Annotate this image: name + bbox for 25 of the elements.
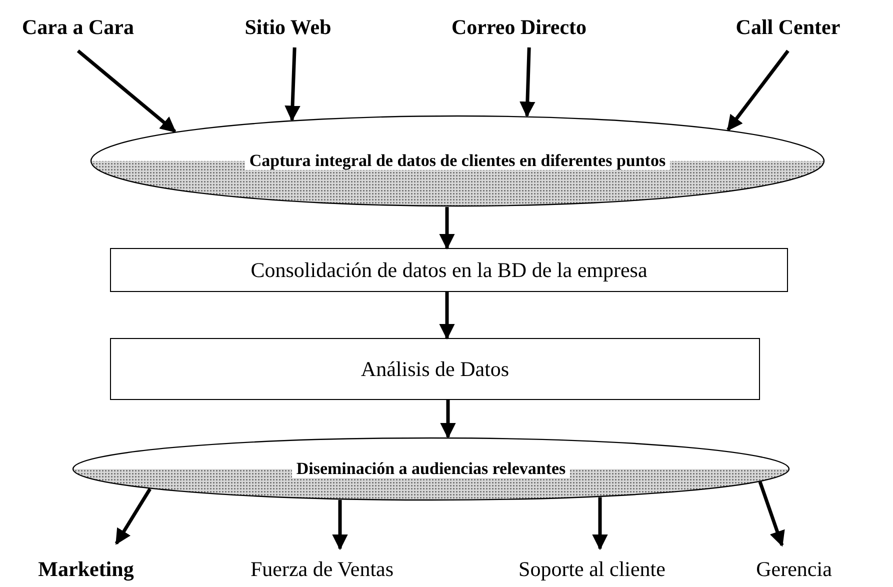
source-label: Call Center <box>736 14 840 40</box>
process-text: Análisis de Datos <box>360 356 510 382</box>
arrow <box>440 400 456 439</box>
process-text: Captura integral de datos de clientes en diferentes puntos <box>245 152 670 170</box>
arrow <box>592 497 608 550</box>
process-box <box>110 248 788 292</box>
arrow <box>332 500 348 550</box>
source-label: Correo Directo <box>451 14 587 40</box>
process-box <box>110 338 760 400</box>
arrow <box>726 50 790 132</box>
audience-label: Marketing <box>38 556 134 582</box>
arrow <box>439 292 455 340</box>
arrow <box>520 47 536 118</box>
arrow <box>284 47 300 122</box>
audience-label: Soporte al cliente <box>518 556 666 582</box>
process-text: Consolidación de datos en la BD de la empresa <box>250 258 648 282</box>
audience-label: Gerencia <box>756 556 832 582</box>
source-label: Sitio Web <box>244 14 332 40</box>
arrow <box>439 206 455 250</box>
arrow <box>114 488 152 545</box>
arrow <box>76 49 176 133</box>
audience-label: Fuerza de Ventas <box>250 556 394 582</box>
arrow <box>758 481 785 547</box>
process-text: Diseminación a audiencias relevantes <box>292 460 570 478</box>
source-label: Cara a Cara <box>22 14 134 40</box>
